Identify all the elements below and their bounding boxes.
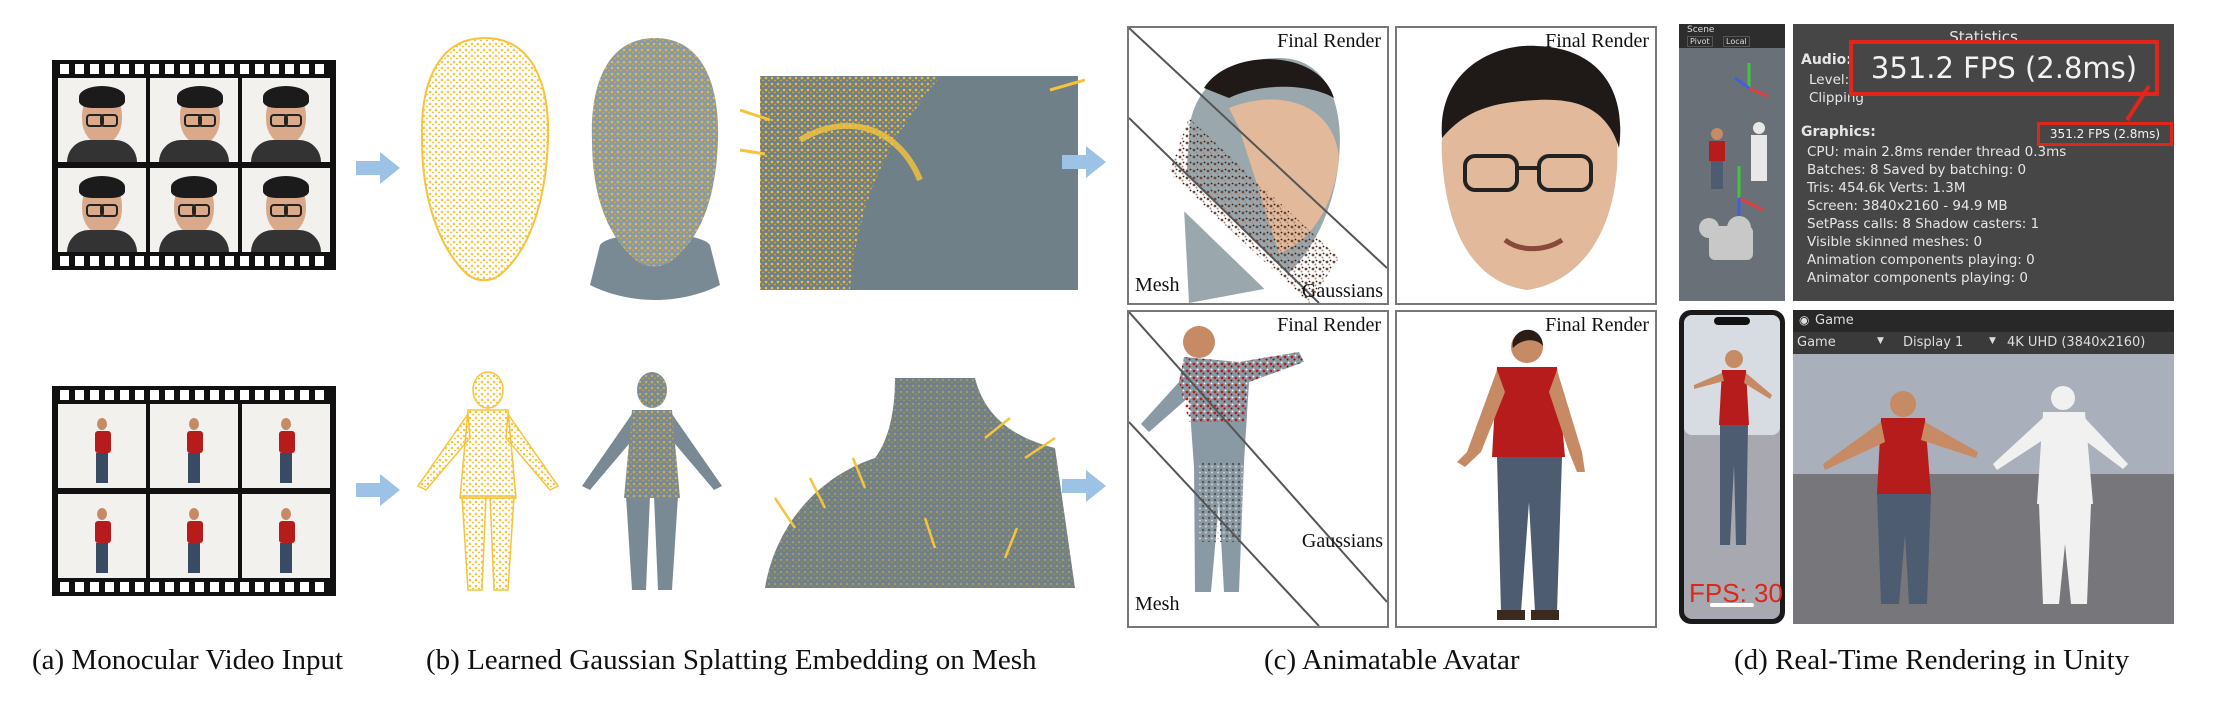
gaussian-head-point-cloud: [420, 36, 550, 282]
video-frame: [150, 78, 238, 162]
caption-a: (a) Monocular Video Input: [32, 644, 343, 676]
video-frame: [242, 78, 330, 162]
pivot-dropdown[interactable]: Pivot: [1687, 36, 1713, 47]
film-perforation-top: [60, 64, 328, 74]
final-render-label: Final Render: [1277, 30, 1381, 52]
film-strip-face: [52, 60, 336, 270]
display-dropdown[interactable]: Display 1: [1903, 335, 1964, 350]
fps-highlight-box: 351.2 FPS (2.8ms): [1849, 40, 2159, 96]
video-frame: [58, 404, 146, 488]
gaussian-shoulder-closeup: [765, 378, 1075, 588]
video-frame: [150, 168, 238, 252]
film-perforation-top: [60, 390, 328, 400]
chevron-down-icon: ▼: [1989, 336, 1996, 346]
stat-cpu: CPU: main 2.8ms render thread 0.3ms: [1807, 144, 2067, 160]
avatar-body-split-panel: Final Render Gaussians Mesh: [1127, 310, 1389, 628]
scene-gizmo-render: [1679, 48, 1785, 301]
video-frame: [150, 404, 238, 488]
stat-batches: Batches: 8 Saved by batching: 0: [1807, 162, 2027, 178]
game-view-render: [1793, 354, 2174, 624]
game-mode-dropdown[interactable]: Game: [1797, 335, 1836, 350]
gaussians-label: Gaussians: [1301, 530, 1383, 552]
head-split-render: [1129, 28, 1387, 303]
local-dropdown[interactable]: Local: [1723, 36, 1750, 47]
film-perforation-bottom: [60, 256, 328, 266]
stat-screen: Screen: 3840x2160 - 94.9 MB: [1807, 198, 2008, 214]
gaussian-head-closeup: [740, 76, 1085, 290]
avatar-head-render-panel: Final Render: [1395, 26, 1657, 305]
stat-animator: Animator components playing: 0: [1807, 270, 2028, 286]
body-final-render: [1457, 329, 1585, 620]
video-frame: [242, 404, 330, 488]
stat-setpass: SetPass calls: 8 Shadow casters: 1: [1807, 216, 2040, 232]
game-tab[interactable]: Game: [1815, 313, 1854, 328]
game-tab-bar: ◉ Game: [1793, 310, 2174, 332]
phone-preview: FPS: 30: [1679, 310, 1785, 624]
arrow-right-icon: [356, 474, 400, 506]
gaussians-label: Gaussians: [1301, 280, 1383, 302]
video-frame: [242, 168, 330, 252]
chevron-down-icon: ▼: [1877, 336, 1884, 346]
arrow-right-icon: [1062, 470, 1106, 502]
unity-game-view: ◉ Game Game ▼ Display 1 ▼ 4K UHD (3840x2…: [1793, 310, 2174, 624]
video-frame: [58, 494, 146, 578]
stat-skinned: Visible skinned meshes: 0: [1807, 234, 1983, 250]
mesh-label: Mesh: [1135, 593, 1180, 615]
fps-connector-line: [2125, 84, 2151, 122]
mesh-label: Mesh: [1135, 274, 1180, 296]
gaussian-body-on-mesh: [582, 372, 722, 590]
graphics-label: Graphics:: [1801, 124, 1876, 140]
head-final-render: [1441, 45, 1621, 290]
fps-small-highlight: 351.2 FPS (2.8ms): [2037, 122, 2173, 146]
final-render-label: Final Render: [1545, 30, 1649, 52]
caption-c: (c) Animatable Avatar: [1264, 644, 1520, 676]
resolution-dropdown[interactable]: 4K UHD (3840x2160): [2007, 335, 2146, 350]
gaussian-head-on-mesh: [590, 38, 720, 300]
scene-tab[interactable]: Scene: [1687, 25, 1715, 35]
game-toolbar: Game ▼ Display 1 ▼ 4K UHD (3840x2160): [1793, 332, 2174, 354]
avatar-head-split-panel: Final Render Mesh Gaussians: [1127, 26, 1389, 305]
video-frame: [150, 494, 238, 578]
audio-label: Audio:: [1801, 52, 1852, 68]
fps-big-readout: 351.2 FPS (2.8ms): [1870, 51, 2138, 85]
level-label: Level:: [1809, 72, 1850, 88]
gamepad-icon: ◉: [1799, 313, 1810, 327]
caption-d: (d) Real-Time Rendering in Unity: [1734, 644, 2130, 676]
film-strip-body: [52, 386, 336, 596]
body-split-render: [1129, 312, 1387, 626]
phone-screen-render: [1684, 315, 1780, 619]
video-frame: [58, 78, 146, 162]
film-perforation-bottom: [60, 582, 328, 592]
avatar-body-render-panel: Final Render: [1395, 310, 1657, 628]
arrow-right-icon: [356, 152, 400, 184]
phone-fps-counter: FPS: 30: [1689, 578, 1783, 608]
stat-animation: Animation components playing: 0: [1807, 252, 2035, 268]
arrow-right-icon: [1062, 146, 1106, 178]
final-render-label: Final Render: [1277, 314, 1381, 336]
caption-b: (b) Learned Gaussian Splatting Embedding…: [426, 644, 1037, 676]
final-render-label: Final Render: [1545, 314, 1649, 336]
video-frame: [242, 494, 330, 578]
scene-toolbar: Scene Pivot Local: [1679, 24, 1785, 48]
unity-statistics-panel: Statistics Audio: Level: Clipping 351.2 …: [1793, 24, 2174, 301]
gaussian-body-point-cloud: [416, 371, 560, 591]
video-frame: [58, 168, 146, 252]
stat-tris: Tris: 454.6k Verts: 1.3M: [1807, 180, 1966, 196]
unity-scene-view: Scene Pivot Local: [1679, 24, 1785, 301]
